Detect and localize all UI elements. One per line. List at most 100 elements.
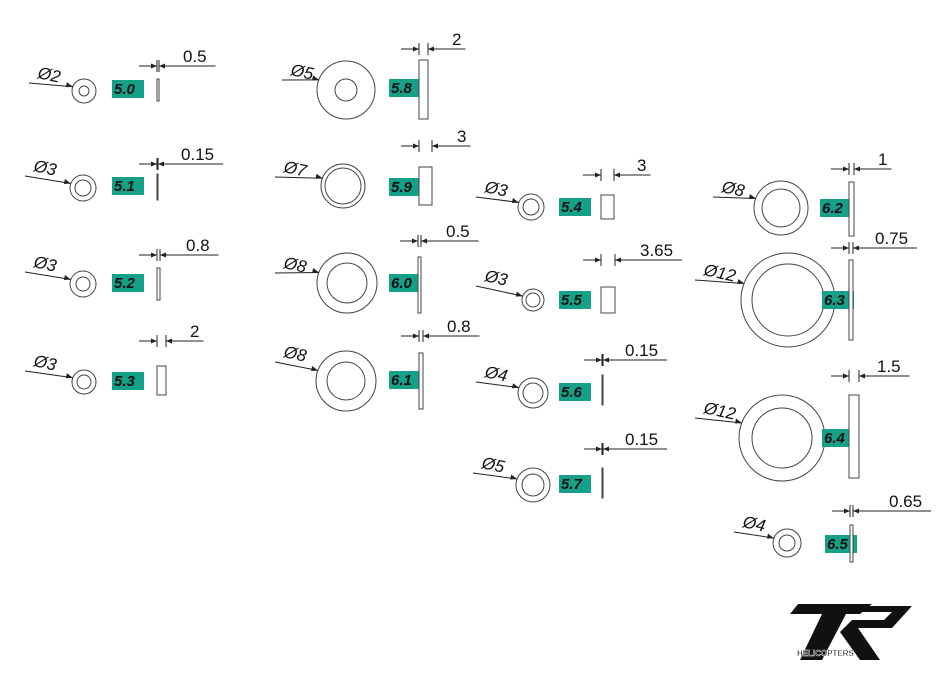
arrowhead-icon [511,197,519,203]
part-code-tag [559,291,591,309]
thickness-label: 3.65 [640,241,673,260]
washer-hole-circle [75,276,91,292]
washer-hole-circle [326,361,366,401]
arrowhead-icon [603,357,609,363]
part-code: 6.0 [391,275,413,292]
arrowhead-icon [421,238,427,244]
diameter-label: Ø8 [281,253,309,277]
leader-line [475,285,523,297]
diameter-label: Ø4 [740,512,767,536]
washer-5.2: Ø35.20.8 [24,236,219,301]
arrowhead-icon [432,143,438,149]
arrowhead-icon [63,274,71,280]
washer-hole-circle [522,382,544,404]
arrowhead-icon [735,418,743,424]
washer-5.5: Ø35.53.65 [475,241,682,314]
leader-line [24,370,73,379]
washer-hole-circle [326,262,368,304]
washer-hole-circle [522,198,540,216]
washer-5.6: Ø45.60.15 [475,341,667,409]
arrowhead-icon [596,446,602,452]
arrowhead-icon [423,333,429,339]
part-code-tag [559,475,591,493]
diameter-label: Ø3 [482,177,510,201]
washer-hole-circle [751,263,825,337]
arrowhead-icon [312,75,320,81]
washer-hole-circle [74,179,92,197]
diameter-label: Ø8 [719,177,747,201]
arrowhead-icon [65,82,73,88]
arrowhead-icon [413,46,419,52]
leader-line [274,176,323,179]
arrowhead-icon [65,373,73,379]
washer-hole-circle [525,292,541,308]
washer-5.4: Ø35.43 [475,156,651,221]
diameter-label: Ø3 [31,252,59,276]
part-code-tag [112,80,144,98]
part-code: 6.1 [391,372,412,389]
part-code-tag [822,429,854,447]
washer-5.9: Ø75.93 [274,127,471,209]
part-code-tag [112,177,144,195]
diameter-label: Ø12 [701,260,738,286]
part-code: 5.1 [114,178,135,195]
washer-5.1: Ø35.10.15 [24,145,223,202]
thickness-label: 1.5 [877,357,901,376]
diameter-label: Ø4 [482,362,509,386]
washer-hole-circle [324,167,362,205]
thickness-label: 0.65 [889,492,922,511]
washer-side-view [156,173,159,201]
part-code-tag [822,291,854,309]
thickness-label: 0.8 [186,236,210,255]
thickness-label: 0.5 [446,222,470,241]
washer-hole-circle [78,85,90,97]
arrowhead-icon [596,357,602,363]
diameter-label: Ø2 [35,63,63,87]
arrowhead-icon [510,474,518,480]
thickness-label: 2 [452,30,461,49]
washer-5.0: Ø25.00.5 [28,47,216,104]
arrowhead-icon [853,245,859,251]
thickness-label: 0.8 [447,317,471,336]
arrowhead-icon [843,373,849,379]
leader-line [475,381,520,389]
thickness-label: 3 [637,156,646,175]
part-code: 5.5 [561,292,583,309]
thickness-label: 2 [190,322,199,341]
arrowhead-icon [413,143,419,149]
washer-side-view [848,259,854,341]
part-code-tag [825,535,857,553]
thickness-label: 0.15 [625,430,658,449]
arrowhead-icon [615,257,621,263]
washer-side-view [417,256,422,314]
arrowhead-icon [737,279,745,285]
washer-side-view [418,59,429,120]
washer-hole-circle [761,188,801,228]
diameter-label: Ø7 [281,157,309,181]
leader-line [712,196,756,200]
washer-hole-circle [76,374,92,390]
arrowhead-icon [151,63,157,69]
part-code-tag [559,198,591,216]
part-code-tag [559,383,591,401]
arrowhead-icon [151,252,157,258]
diameter-label: Ø8 [281,342,309,366]
arrowhead-icon [166,338,172,344]
arrowhead-icon [595,172,601,178]
leader-line [274,361,319,371]
arrowhead-icon [160,252,166,258]
thickness-label: 0.75 [875,229,908,248]
arrowhead-icon [595,257,601,263]
washer-side-view [156,267,161,301]
part-code-tag [389,371,421,389]
washer-6.5: Ø46.50.65 [733,492,931,563]
diameter-label: Ø3 [31,351,59,375]
arrowhead-icon [63,178,71,184]
part-code-tag [820,199,852,217]
part-code-tag [389,178,421,196]
arrowhead-icon [843,166,849,172]
washer-side-view [156,78,160,102]
part-code-tag [112,274,144,292]
